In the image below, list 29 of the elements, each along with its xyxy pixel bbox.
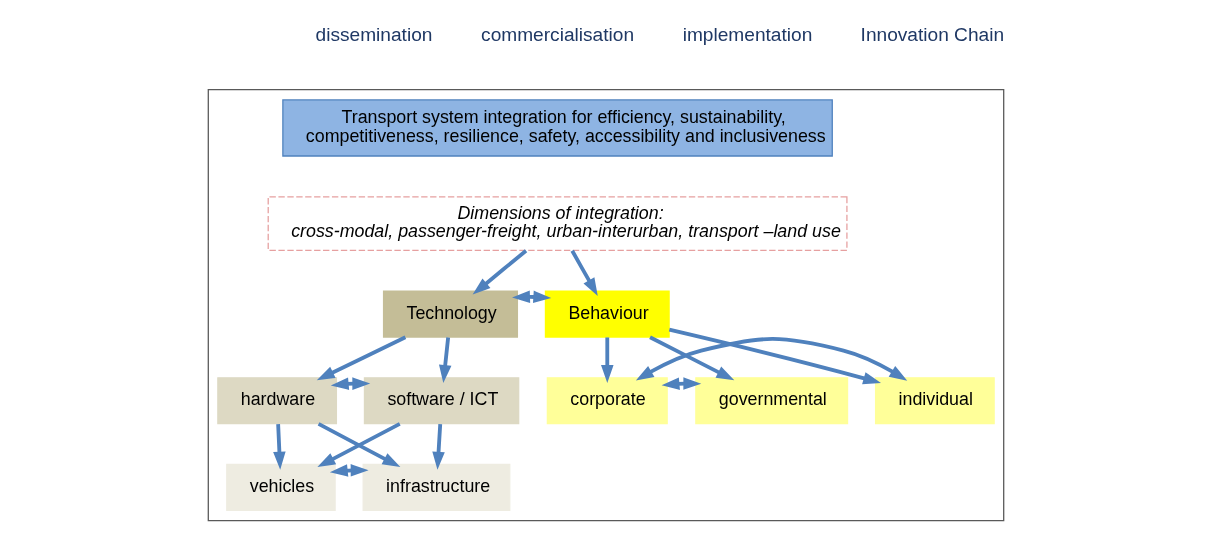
arrow (316, 335, 406, 381)
node-box: Behaviour (544, 290, 670, 338)
arrow (329, 464, 369, 477)
cluster (207, 89, 1004, 522)
node-box: infrastructure (362, 463, 510, 511)
arrow (438, 337, 451, 383)
arrow (648, 335, 734, 381)
arrow (600, 337, 614, 383)
node-box: corporate (546, 377, 668, 425)
node-box: governmental (694, 377, 848, 425)
label: implementation (682, 23, 812, 45)
arrow (272, 424, 286, 470)
node-box: vehicles (225, 463, 336, 511)
arrow (635, 337, 907, 381)
node-box: Dimensions of integration: cross-modal, passenger-freight, urban-interurban, transport –land use (267, 196, 848, 251)
node-box: software / ICT (363, 377, 519, 425)
arrow (661, 377, 701, 390)
arrow (570, 249, 598, 296)
node-box: individual (874, 377, 995, 425)
label: dissemination (315, 23, 432, 45)
arrow (431, 424, 445, 470)
arrow (472, 249, 527, 295)
node-box: Transport system integration for efficiency, sustainability, competitiveness, resilience, safety, accessibility and inclusiveness (281, 99, 833, 157)
label: Innovation Chain (860, 23, 1004, 45)
arrow (330, 377, 370, 390)
arrow (511, 290, 551, 304)
label: commercialisation (480, 23, 634, 45)
node-box: hardware (216, 377, 337, 425)
node-box: Technology (382, 290, 518, 338)
